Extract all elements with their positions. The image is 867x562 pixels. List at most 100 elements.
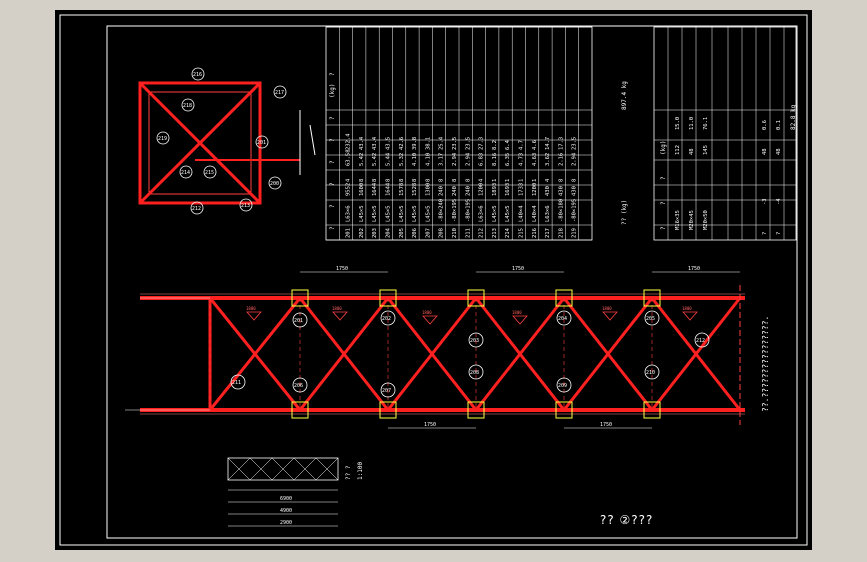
member-label: 208: [470, 370, 479, 376]
bom-cell: 430: [558, 186, 564, 196]
gusset-plate: [555, 401, 573, 419]
mini-cross: [293, 457, 317, 481]
member-callout: [468, 332, 484, 348]
bolt-cell: -4: [776, 198, 782, 205]
bom-cell: 42.6: [399, 137, 405, 150]
gusset-plate: [643, 401, 661, 419]
bom-cell: 1578: [399, 183, 405, 196]
bom-cell: 8: [412, 179, 418, 182]
gusset-plate: [467, 401, 485, 419]
bom-cell: 1644: [386, 182, 392, 196]
bom-cell: 1: [532, 179, 538, 182]
bill-of-materials-table: ??????(kg)?201L63×69552463.58232.4202L45…: [325, 26, 628, 241]
bom-cell: L45×5: [372, 205, 378, 222]
bom-cell: 214: [505, 227, 511, 238]
bom-cell: 2.94: [452, 152, 458, 166]
bom-cell: 204: [386, 227, 392, 238]
bom-cell: 8: [439, 179, 445, 182]
plan-member-callout: [181, 98, 195, 112]
bolt-header-cell: ?: [660, 226, 667, 230]
bom-cell: 1: [519, 179, 525, 182]
plan-member-label: 214: [181, 170, 190, 176]
bom-cell: 1300: [425, 183, 431, 196]
member-label: 212: [696, 338, 705, 344]
plan-member-label: 201: [257, 140, 266, 146]
bom-cell: L45×5: [359, 205, 365, 222]
bolt-cell: 48: [762, 148, 768, 155]
bom-cell: 8: [359, 179, 365, 182]
plate-mark-label: 1800: [422, 310, 432, 315]
bom-cell: 202: [359, 228, 365, 238]
bom-cell: 211: [465, 228, 471, 238]
bom-cell: 210: [452, 228, 458, 238]
bolt-cell: 48: [689, 148, 695, 155]
plate-mark: [332, 311, 348, 321]
bom-cell: 207: [425, 228, 431, 238]
diagonal-brace: [208, 297, 302, 411]
bom-cell: 8: [386, 179, 392, 182]
bom-cell: 43.4: [359, 136, 365, 150]
bom-cell: 14.7: [545, 137, 551, 150]
plan-member-callout: [156, 131, 170, 145]
diagonal-brace: [562, 297, 654, 411]
bom-cell: 1: [505, 179, 511, 182]
dimension-label: 1750: [688, 266, 700, 272]
member-callout: [694, 332, 710, 348]
bom-cell: 1644: [372, 182, 378, 196]
member-callout: [644, 364, 660, 380]
bom-cell: L45×5: [492, 205, 498, 222]
drawing-title: ?? ②???: [600, 513, 654, 527]
plan-member-label: 215: [205, 170, 214, 176]
plan-member-callout: [190, 201, 204, 215]
bom-header-cell: (kg): [329, 84, 336, 98]
bom-cell: 1200: [532, 183, 538, 196]
bolt-cell: 15.0: [675, 117, 681, 130]
member-callout: [556, 310, 572, 326]
member-callout: [230, 374, 246, 390]
mini-row-label: 6900: [280, 496, 292, 502]
bolt-cell: 0.1: [776, 120, 782, 130]
bom-total-weight: 897.4 kg: [621, 81, 628, 110]
member-label: 206: [294, 383, 303, 389]
bom-cell: -80×180: [558, 199, 564, 222]
bom-cell: 1: [492, 179, 498, 182]
plan-member-label: 200: [270, 181, 279, 187]
member-label: 201: [294, 318, 303, 324]
bom-cell: 4.10: [412, 153, 418, 166]
bolt-header-cell: (kg): [660, 141, 667, 155]
gusset-plate: [379, 289, 397, 307]
bom-cell: 8: [425, 179, 431, 182]
plan-member-label: 212: [192, 206, 201, 212]
dimension-label: 1750: [424, 422, 436, 428]
bom-cell: 4.10: [425, 153, 431, 166]
bom-cell: 43.5: [386, 137, 392, 150]
bom-cell: 8: [465, 179, 471, 182]
drawing-note: ??.????????????????.: [761, 316, 770, 412]
bom-cell: 5.44: [386, 152, 392, 166]
member-label: 207: [382, 388, 391, 394]
bom-cell: L40×4: [532, 205, 538, 222]
bom-cell: -80×195: [465, 199, 471, 222]
member-callout: [380, 382, 396, 398]
member-label: 205: [646, 316, 655, 322]
bolt-frame: [653, 26, 797, 241]
member-label: 210: [646, 370, 655, 376]
member-label: 204: [558, 316, 567, 322]
plan-member-label: 217: [275, 90, 284, 96]
member-callout: [380, 310, 396, 326]
bom-cell: L45×5: [505, 205, 511, 222]
mini-caption: ?? ?: [345, 465, 352, 480]
bom-cell: 240: [439, 186, 445, 196]
bom-cell: 430: [572, 186, 578, 196]
bom-header-cell: ?: [329, 226, 336, 230]
plan-member-callout: [239, 198, 253, 212]
bom-cell: 8: [572, 179, 578, 182]
bom-cell: 3.17: [439, 153, 445, 166]
plate-mark-label: 1800: [602, 306, 612, 311]
bom-cell: 17.3: [558, 137, 564, 150]
inner-frame: [106, 25, 798, 539]
bom-cell: 6.35: [505, 153, 511, 166]
bom-cell: 4.6: [532, 140, 538, 150]
bom-cell: 1528: [412, 183, 418, 196]
